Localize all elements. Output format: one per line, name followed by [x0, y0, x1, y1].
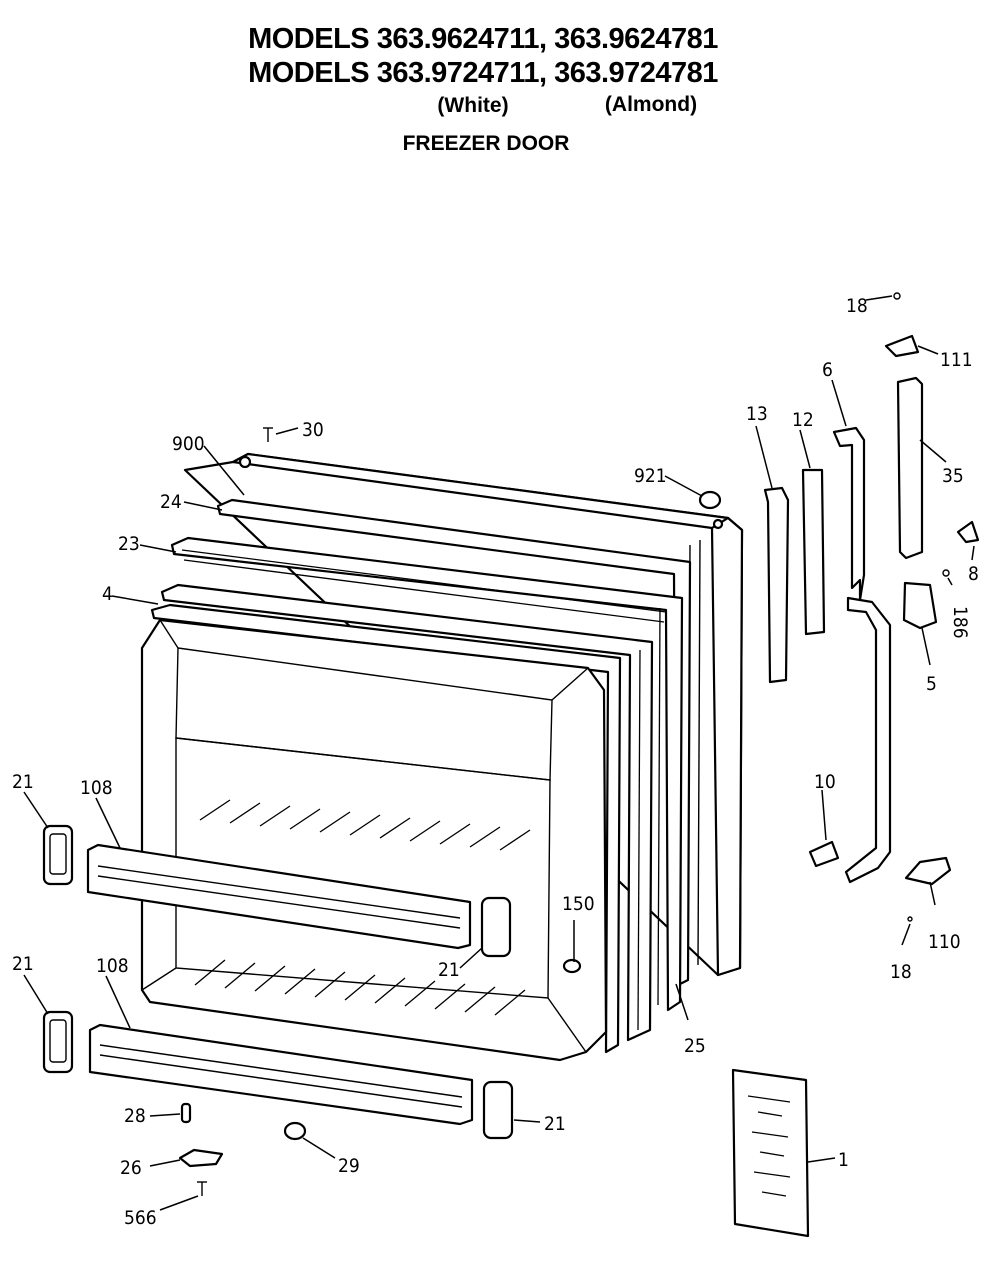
callout-30: 30	[302, 419, 324, 441]
models-line-2: MODELS 363.9724711, 363.9724781	[248, 57, 718, 89]
callout-4: 4	[102, 583, 113, 605]
callout-110: 110	[928, 931, 961, 953]
callout-18-bottom: 18	[890, 961, 912, 983]
callout-25: 25	[684, 1035, 706, 1057]
callout-5: 5	[926, 673, 937, 695]
leader-lines	[23, 295, 975, 1211]
callout-21-left-top: 21	[12, 771, 34, 793]
callout-29: 29	[338, 1155, 360, 1177]
callout-6: 6	[822, 359, 833, 381]
shelf-end-caps	[42, 824, 514, 1140]
callout-13: 13	[746, 403, 768, 425]
door-shelf-lower	[88, 1023, 474, 1126]
callout-186: 186	[949, 606, 971, 639]
callout-108-top: 108	[80, 777, 113, 799]
callout-18-top: 18	[846, 295, 868, 317]
callout-111: 111	[940, 349, 973, 371]
callout-23: 23	[118, 533, 140, 555]
small-hardware	[178, 427, 722, 1196]
hinge-parts	[808, 292, 980, 922]
diagram-title: FREEZER DOOR	[403, 132, 570, 155]
callout-8: 8	[968, 563, 979, 585]
callout-24: 24	[160, 491, 182, 513]
vertical-strips	[763, 376, 924, 684]
color-white-label: (White)	[437, 94, 508, 117]
door-shelf-upper	[86, 843, 472, 950]
callout-150: 150	[562, 893, 595, 915]
header: MODELS 363.9624711, 363.9624781 MODELS 3…	[248, 23, 719, 155]
instruction-card	[731, 1068, 810, 1238]
callout-35: 35	[942, 465, 964, 487]
callout-26: 26	[120, 1157, 142, 1179]
inner-liner	[140, 618, 608, 1062]
callout-900: 900	[172, 433, 205, 455]
callout-21-mid: 21	[438, 959, 460, 981]
callout-108-bottom: 108	[96, 955, 129, 977]
callout-28: 28	[124, 1105, 146, 1127]
callout-12: 12	[792, 409, 814, 431]
callout-566: 566	[124, 1207, 157, 1229]
callout-21-bottom-right: 21	[544, 1113, 566, 1135]
color-almond-label: (Almond)	[605, 93, 697, 116]
models-line-1: MODELS 363.9624711, 363.9624781	[248, 23, 718, 55]
callout-921: 921	[634, 465, 667, 487]
callout-21-left-bottom: 21	[12, 953, 34, 975]
callout-10: 10	[814, 771, 836, 793]
callout-1: 1	[838, 1149, 849, 1171]
callout-labels: 18 111 6 13 12 35 900 30 921 24 23 4 8 1…	[12, 295, 979, 1229]
gasket-layers	[150, 498, 692, 1054]
